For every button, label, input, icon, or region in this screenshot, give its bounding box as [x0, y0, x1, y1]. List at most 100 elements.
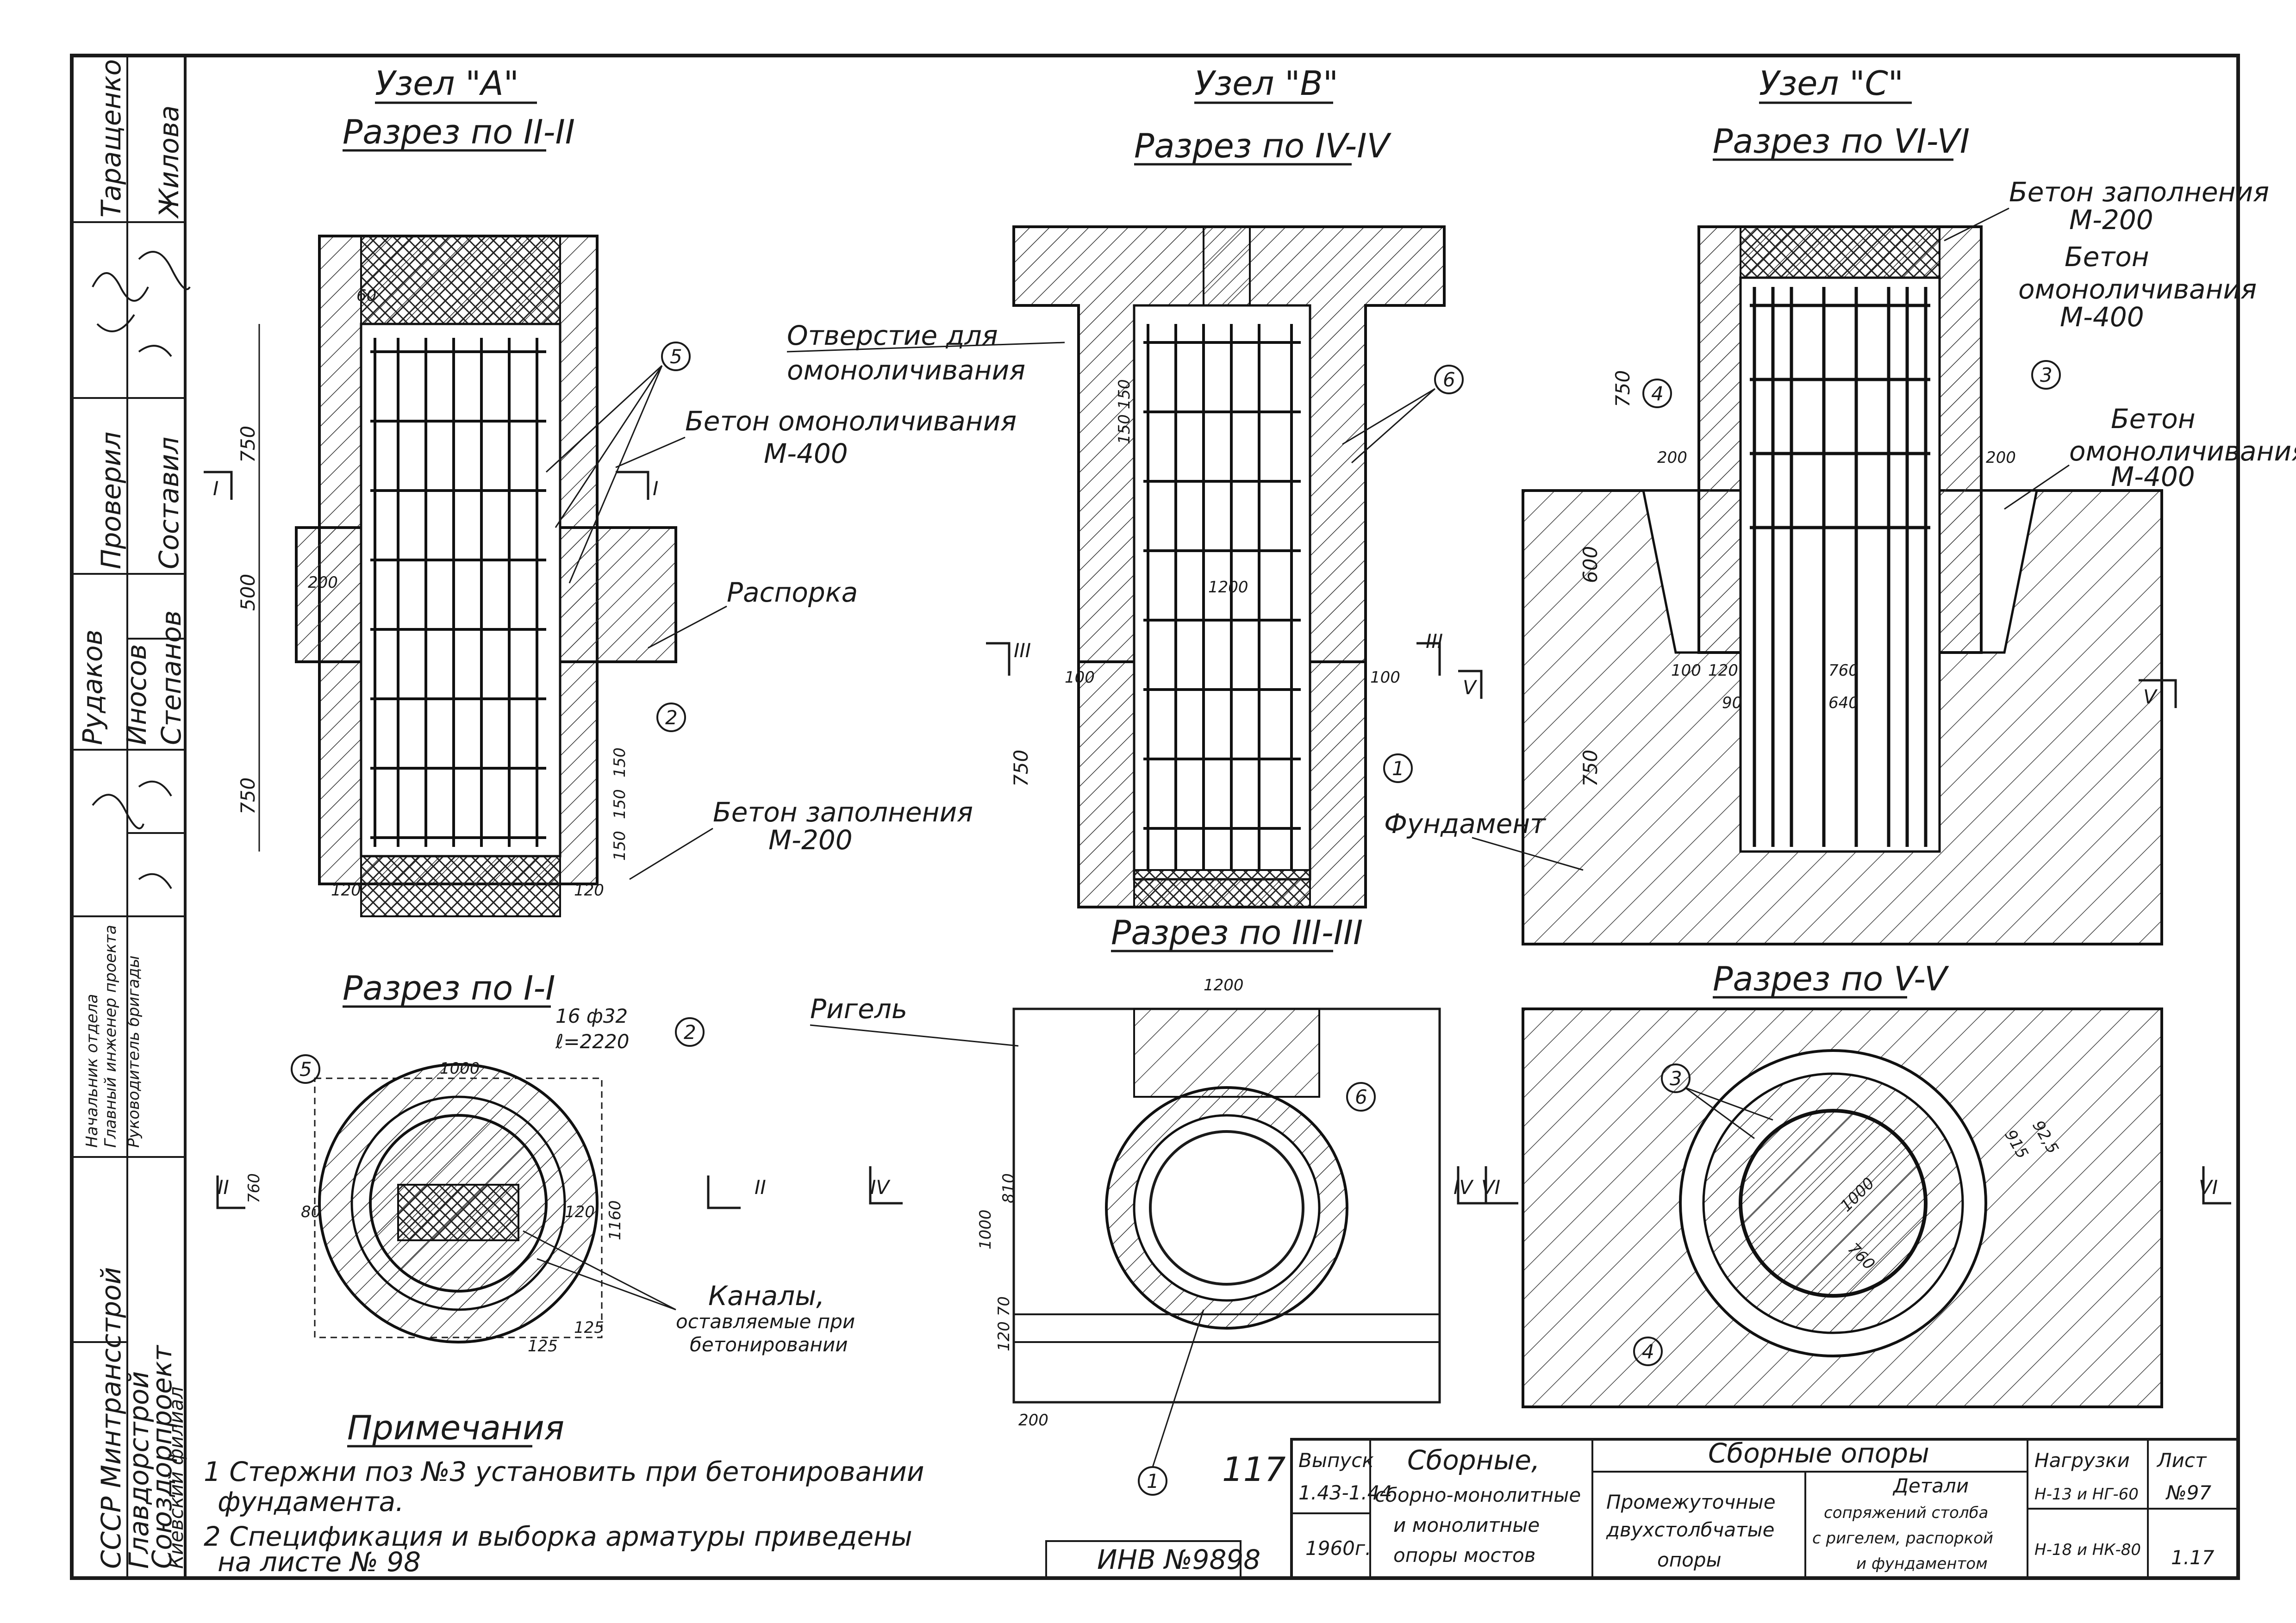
- mark-iv-right: IV: [1454, 1176, 1474, 1199]
- tb-series-4: опоры мостов: [1393, 1544, 1535, 1567]
- label-girder: Ригель: [810, 993, 907, 1025]
- name-zhilova: Жилова: [153, 106, 185, 219]
- section-v-core: [1739, 1109, 1928, 1298]
- note-1-line-2: фундамента.: [218, 1486, 404, 1517]
- dim-c-200-right: 200: [1986, 448, 2016, 467]
- callout-5-sec: [291, 1054, 320, 1084]
- dim-c-200-left: 200: [1657, 448, 1687, 467]
- label-m400-a: М-400: [764, 438, 848, 469]
- section-ii-title: Разрез по II-II: [343, 112, 575, 151]
- node-c-fill: [1740, 226, 1940, 279]
- dim-b-100-left: 100: [1065, 668, 1095, 687]
- dim-e-1200: 1200: [1204, 976, 1244, 995]
- node-a-title: Узел "A": [375, 64, 519, 103]
- dim-d-120: 120: [565, 1203, 595, 1221]
- name-taraschenko: Таращенко: [95, 59, 127, 218]
- node-c-rebar: [1750, 287, 1930, 847]
- node-b-title: Узел "B": [1194, 64, 1338, 103]
- mark-v-right: V: [2143, 685, 2158, 708]
- tb-sheet-label: Лист: [2156, 1449, 2207, 1472]
- section-iii: Разрез по III-III 1200 1000 810 120 70 2…: [810, 913, 1491, 1496]
- callout-4-sec: [1633, 1337, 1663, 1366]
- section-iii-strut: [1013, 1313, 1441, 1343]
- name-stepanov: Степанов: [156, 610, 187, 745]
- dim-a-120-right: 120: [574, 881, 604, 900]
- dim-c-640: 640: [1828, 694, 1859, 712]
- name-inosov: Иносов: [121, 644, 152, 745]
- node-a: Узел "A" Разрез по II-II 750 500 750 200…: [204, 64, 691, 917]
- callout-1: [1383, 753, 1413, 783]
- callout-5: [661, 342, 691, 371]
- mark-i-left: I: [213, 477, 218, 500]
- callout-6-sec: [1346, 1082, 1376, 1112]
- label-rebar-count: 16 ф32: [555, 1005, 628, 1027]
- callout-6-label: 6: [1443, 368, 1455, 391]
- tb-type-3: опоры: [1657, 1548, 1722, 1571]
- callout-5-label: 5: [670, 345, 682, 368]
- label-rebar-length: ℓ=2220: [555, 1030, 629, 1053]
- role-made: Составил: [153, 437, 185, 569]
- dim-c-120: 120: [1708, 661, 1738, 680]
- label-m200-a: М-200: [768, 824, 853, 856]
- mark-vi-right: VI: [2199, 1176, 2218, 1199]
- label-hole-1: Отверстие для: [787, 320, 998, 351]
- mark-vi-left: VI: [1481, 1176, 1500, 1199]
- tb-inventory-number: ИНВ №9898: [1097, 1544, 1260, 1575]
- label-channels-1: Каналы,: [708, 1280, 824, 1312]
- callout-3: [2031, 360, 2061, 390]
- tb-detail-2: сопряжений столба: [1824, 1504, 1988, 1522]
- dim-a-150b: 150: [611, 789, 629, 819]
- node-a-fill-bottom: [360, 855, 561, 917]
- dim-a-750-bottom: 750: [237, 777, 259, 815]
- dim-d-1000: 1000: [440, 1059, 480, 1078]
- node-a-leaders: Бетон омоноличивания М-400 Распорка Бето…: [615, 320, 1065, 880]
- tb-series-3: и монолитные: [1393, 1514, 1540, 1536]
- callout-3-sec: [1661, 1063, 1691, 1093]
- section-iv-title: Разрез по IV-IV: [1134, 126, 1391, 165]
- callout-3-sec-label: 3: [1670, 1067, 1682, 1090]
- dim-d-125a: 125: [528, 1337, 558, 1356]
- role-chief: Главный инженер проекта: [101, 925, 120, 1148]
- mark-iv-left: IV: [870, 1176, 891, 1199]
- org-kiev-branch: Киевский филиал: [165, 1387, 187, 1569]
- dim-d-760: 760: [245, 1173, 263, 1203]
- section-i-title: Разрез по I-I: [343, 969, 555, 1007]
- callout-6-sec-label: 6: [1355, 1086, 1367, 1108]
- callout-2-label: 2: [665, 706, 678, 729]
- dim-e-200: 200: [1018, 1411, 1048, 1430]
- tb-load-2: Н-18 и НК-80: [2034, 1541, 2141, 1559]
- label-concrete-mono-a: Бетон омоноличивания: [685, 405, 1017, 437]
- label-strut: Распорка: [727, 577, 858, 608]
- section-v: Разрез по V-V 1000 760 915 92,5 3 4 VI V…: [1481, 959, 2231, 1408]
- tb-corner-number: 117: [1222, 1450, 1286, 1489]
- node-b-hole: [1203, 226, 1251, 306]
- node-a-rebar: [370, 338, 546, 847]
- tb-load-1: Н-13 и НГ-60: [2034, 1485, 2139, 1504]
- tb-detail-3: с ригелем, распоркой: [1812, 1529, 1993, 1548]
- node-c-title: Узел "C": [1759, 64, 1903, 103]
- note-1-line-1: 1 Стержни поз №3 установить при бетониро…: [204, 1456, 924, 1487]
- org-soyuzdorproekt: Союздорпроект: [146, 1344, 178, 1569]
- left-strip-grid: [72, 221, 185, 1343]
- tb-type-2: двухстолбчатые: [1606, 1518, 1775, 1541]
- tb-loads-label: Нагрузки: [2034, 1449, 2130, 1472]
- section-i: Разрез по I-I 16 ф32 ℓ=2220 2 5 1000 116…: [216, 969, 855, 1356]
- label-c-m400-1: М-400: [2060, 301, 2144, 333]
- tb-issue-label: Выпуск: [1298, 1449, 1374, 1472]
- callout-6: [1434, 365, 1464, 394]
- label-foundation: Фундамент: [1384, 808, 1547, 839]
- dim-d-80: 80: [301, 1203, 321, 1221]
- signature-3: [92, 780, 172, 889]
- dim-b-1200: 1200: [1208, 578, 1248, 597]
- section-iii-hole: [1133, 1008, 1320, 1098]
- callout-4-sec-label: 4: [1642, 1340, 1654, 1363]
- tb-sheet-code: 1.17: [2171, 1546, 2215, 1569]
- node-c-core: [1739, 276, 1941, 853]
- dim-b-750: 750: [1010, 750, 1032, 787]
- dim-c-90: 90: [1722, 694, 1742, 712]
- section-vi-title: Разрез по VI-VI: [1713, 122, 1970, 161]
- tb-issue-value: 1.43-1.44: [1298, 1481, 1392, 1504]
- dim-b-100-right: 100: [1370, 668, 1400, 687]
- dim-c-100: 100: [1671, 661, 1701, 680]
- dim-a-150c: 150: [611, 831, 629, 861]
